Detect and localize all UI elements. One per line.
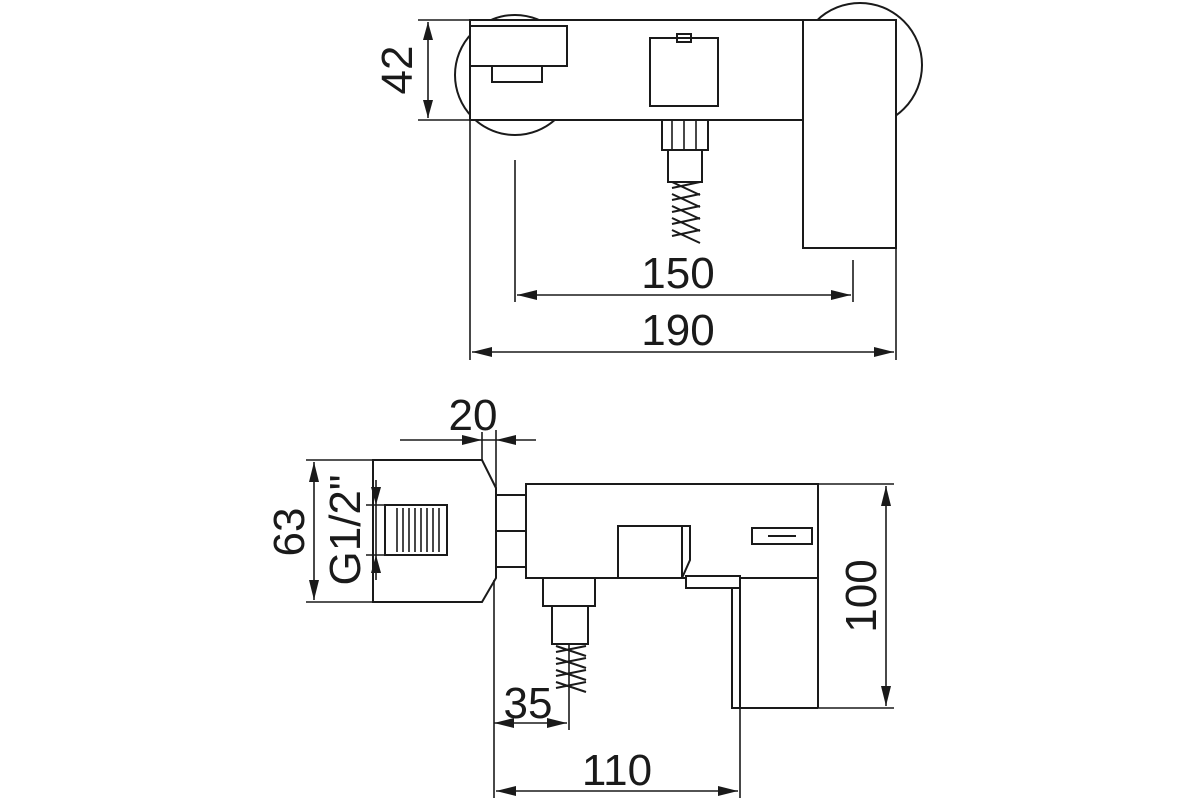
dim-lever-height: 100 bbox=[818, 483, 894, 709]
dim-top-height-label: 42 bbox=[373, 46, 422, 95]
top-hose-spiral bbox=[671, 181, 701, 244]
top-lever-handle bbox=[802, 19, 897, 249]
side-view: 20 63 G1/2" 35 bbox=[265, 391, 894, 798]
top-spout-outlet bbox=[491, 65, 543, 83]
side-threaded-inlet bbox=[384, 504, 448, 556]
top-diverter-cap bbox=[676, 33, 692, 43]
top-hose-stem bbox=[667, 149, 703, 183]
dim-outlet-offset-label: 35 bbox=[504, 679, 553, 728]
dim-thread: G1/2" bbox=[321, 474, 392, 586]
side-hose-nut bbox=[542, 577, 596, 607]
top-diverter-knob bbox=[649, 37, 719, 107]
dim-flange-diameter-label: 63 bbox=[265, 508, 314, 557]
dim-lever-height-label: 100 bbox=[837, 559, 886, 632]
dim-overall-width-label: 190 bbox=[641, 306, 714, 355]
side-wall-flange bbox=[372, 459, 497, 603]
dim-projection-label: 110 bbox=[582, 746, 652, 795]
top-view: 42 150 190 bbox=[373, 2, 923, 360]
side-hose-stem bbox=[551, 605, 589, 645]
dim-inner-width: 150 bbox=[514, 160, 854, 302]
dim-projection: 110 bbox=[493, 580, 741, 798]
dim-outlet-offset: 35 bbox=[494, 644, 570, 730]
dim-top-height: 42 bbox=[373, 19, 470, 121]
dim-overall-width: 190 bbox=[469, 120, 897, 360]
dim-inner-width-label: 150 bbox=[641, 249, 714, 298]
top-hose-nut bbox=[661, 119, 709, 151]
dim-flange-diameter: 63 bbox=[265, 459, 373, 603]
dim-flange-depth-label: 20 bbox=[449, 391, 498, 440]
dim-thread-label: G1/2" bbox=[321, 474, 370, 585]
side-hose-spiral bbox=[555, 645, 587, 693]
top-body bbox=[469, 19, 806, 121]
dim-flange-depth: 20 bbox=[400, 391, 536, 488]
side-diverter-knob bbox=[617, 525, 683, 579]
side-lever-arm bbox=[685, 575, 741, 589]
side-thread-hatch bbox=[396, 508, 440, 552]
